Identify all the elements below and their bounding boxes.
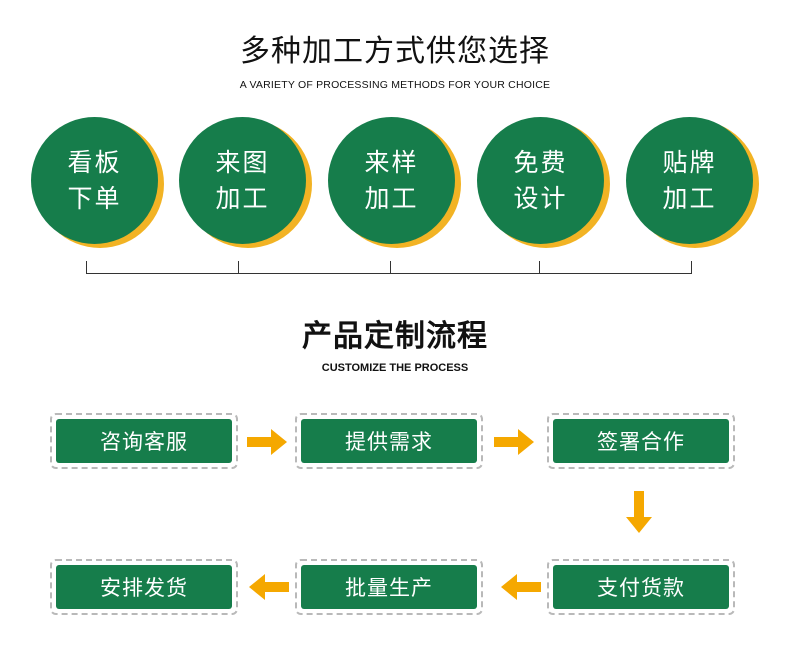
method-circle-face: 贴牌 加工 [626,117,753,244]
step-arrange-shipping: 安排发货 [50,559,238,615]
step-provide-requirements: 提供需求 [295,413,483,469]
method-label-line2: 加工 [662,183,717,213]
method-label-line2: 加工 [215,183,270,213]
method-label-line2: 加工 [364,183,419,213]
method-circle-face: 来图 加工 [179,117,306,244]
step-label: 批量生产 [301,565,477,609]
method-circle-4: 免费 设计 [477,117,610,249]
bracket-horizontal-line [86,273,692,274]
step-label: 提供需求 [301,419,477,463]
arrow-left-icon [501,574,541,600]
method-circle-3: 来样 加工 [328,117,461,249]
method-label-line1: 免费 [513,147,568,177]
method-circle-2: 来图 加工 [179,117,312,249]
step-sign-cooperation: 签署合作 [547,413,735,469]
methods-subtitle: A VARIETY OF PROCESSING METHODS FOR YOUR… [239,79,551,91]
method-label-line1: 看板 [67,147,122,177]
method-label-line1: 来样 [364,147,419,177]
step-label: 咨询客服 [56,419,232,463]
arrow-right-icon [494,429,534,455]
method-label-line1: 来图 [215,147,270,177]
arrow-right-icon [247,429,287,455]
arrow-down-icon [626,491,652,533]
process-subtitle: CUSTOMIZE THE PROCESS [321,362,469,374]
method-circle-1: 看板 下单 [31,117,164,249]
method-label-line1: 贴牌 [662,147,717,177]
process-title: 产品定制流程 [302,319,488,354]
step-label: 支付货款 [553,565,729,609]
step-pay-deposit: 支付货款 [547,559,735,615]
step-label: 签署合作 [553,419,729,463]
method-circle-5: 贴牌 加工 [626,117,759,249]
bracket-tick [86,261,87,274]
arrow-left-icon [249,574,289,600]
step-mass-production: 批量生产 [295,559,483,615]
bracket-tick [238,261,239,274]
method-circle-face: 看板 下单 [31,117,158,244]
method-circle-face: 免费 设计 [477,117,604,244]
bracket-tick [390,261,391,274]
method-circle-face: 来样 加工 [328,117,455,244]
method-label-line2: 下单 [67,183,122,213]
step-consult-service: 咨询客服 [50,413,238,469]
bracket-tick [691,261,692,274]
method-label-line2: 设计 [513,183,568,213]
methods-title: 多种加工方式供您选择 [240,34,550,69]
step-label: 安排发货 [56,565,232,609]
bracket-tick [539,261,540,274]
